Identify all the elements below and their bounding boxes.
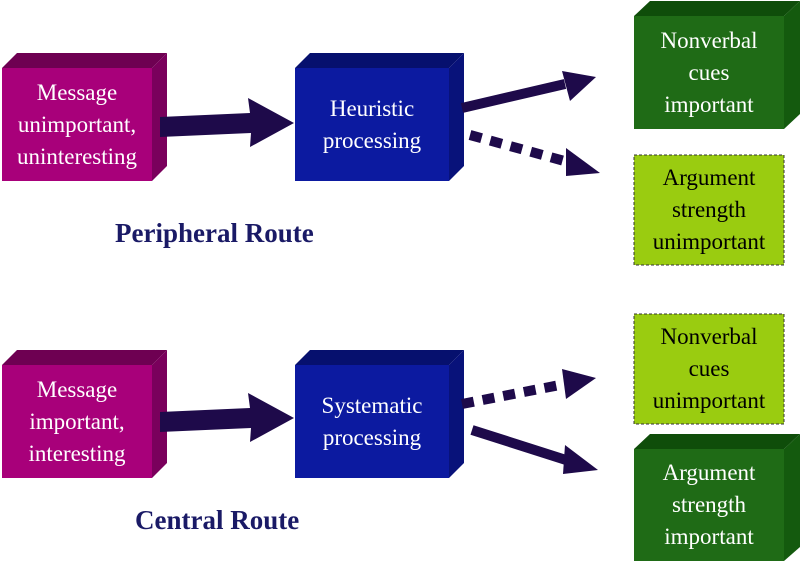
peripheral-nonverbal-important-label: Nonverbal cues important — [660, 27, 758, 117]
central-input-arrow — [160, 393, 294, 442]
peripheral-input-label: Message unimportant, uninteresting — [16, 79, 138, 169]
heuristic-process-box — [295, 53, 464, 181]
central-nonverbal-unimportant-label: Nonverbal cues unimportant — [652, 324, 766, 413]
peripheral-input-arrow — [160, 98, 294, 147]
heuristic-process-label: Heuristic processing — [322, 95, 422, 153]
peripheral-solid-arrow — [460, 71, 596, 113]
central-argument-important-label: Argument strength important — [662, 460, 756, 549]
central-input-label: Message important, interesting — [28, 376, 126, 466]
peripheral-dotted-arrow — [468, 130, 600, 176]
central-nonverbal-unimportant-box — [633, 313, 785, 425]
central-argument-important-box — [634, 434, 800, 561]
peripheral-argument-unimportant-label: Argument strength unimportant — [652, 165, 766, 254]
central-route-title: Central Route — [135, 505, 300, 535]
peripheral-input-box — [2, 53, 167, 181]
peripheral-nonverbal-important-box — [634, 1, 800, 129]
central-input-box — [2, 350, 167, 478]
systematic-process-box — [295, 350, 464, 478]
peripheral-argument-unimportant-box — [633, 154, 785, 266]
peripheral-route-title: Peripheral Route — [115, 218, 314, 248]
central-solid-arrow — [470, 425, 598, 474]
central-dotted-arrow — [461, 369, 596, 409]
systematic-process-label: Systematic processing — [321, 392, 423, 450]
